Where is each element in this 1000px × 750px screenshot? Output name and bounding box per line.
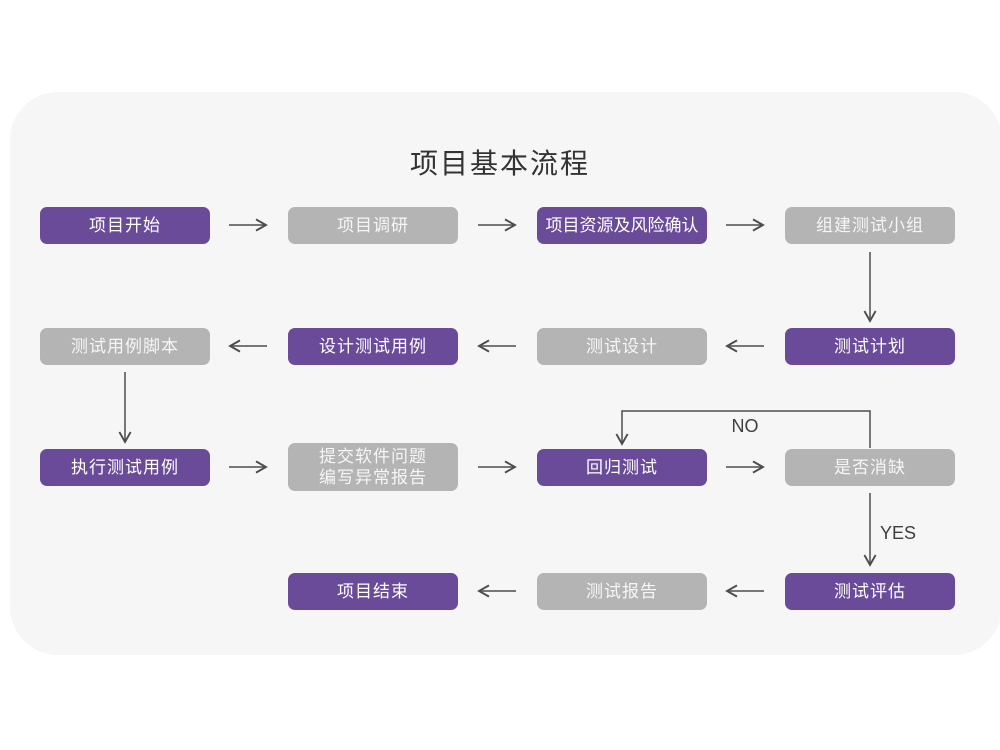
flow-node-test-evaluation: 测试评估 [785, 573, 955, 610]
flow-node-label: 测试评估 [834, 581, 906, 601]
flow-node-project-start: 项目开始 [40, 207, 210, 244]
flow-node-submit-issues: 提交软件问题 编写异常报告 [288, 443, 458, 491]
flow-node-label: 测试计划 [834, 336, 906, 356]
flow-node-regression-test: 回归测试 [537, 449, 707, 486]
flow-node-label: 组建测试小组 [816, 215, 924, 235]
flow-node-label: 测试设计 [586, 336, 658, 356]
flow-node-project-research: 项目调研 [288, 207, 458, 244]
flow-node-label: 项目调研 [337, 215, 409, 235]
page-title: 项目基本流程 [409, 148, 590, 179]
flow-node-label: 回归测试 [586, 457, 658, 477]
flow-node-case-scripts: 测试用例脚本 [40, 328, 210, 365]
flow-node-label: 执行测试用例 [71, 457, 179, 477]
flow-node-label: 测试用例脚本 [71, 336, 179, 356]
flow-node-execute-cases: 执行测试用例 [40, 449, 210, 486]
flow-node-project-end: 项目结束 [288, 573, 458, 610]
flow-node-label-line2: 编写异常报告 [319, 468, 427, 487]
flow-node-test-report: 测试报告 [537, 573, 707, 610]
flow-node-design-cases: 设计测试用例 [288, 328, 458, 365]
flow-node-label: 项目结束 [337, 581, 409, 601]
flow-node-label: 测试报告 [586, 581, 658, 601]
flow-node-test-plan: 测试计划 [785, 328, 955, 365]
flow-node-resource-risk: 项目资源及风险确认 [537, 207, 707, 244]
flow-node-test-design: 测试设计 [537, 328, 707, 365]
flow-node-label: 项目开始 [89, 215, 161, 235]
flow-node-label: 设计测试用例 [319, 336, 427, 356]
flow-node-build-team: 组建测试小组 [785, 207, 955, 244]
flowchart-card [10, 92, 1000, 655]
flow-node-defect-cleared: 是否消缺 [785, 449, 955, 486]
flow-node-label: 项目资源及风险确认 [545, 215, 699, 235]
flow-node-label: 是否消缺 [834, 457, 906, 477]
flow-node-label-line1: 提交软件问题 [319, 446, 427, 466]
